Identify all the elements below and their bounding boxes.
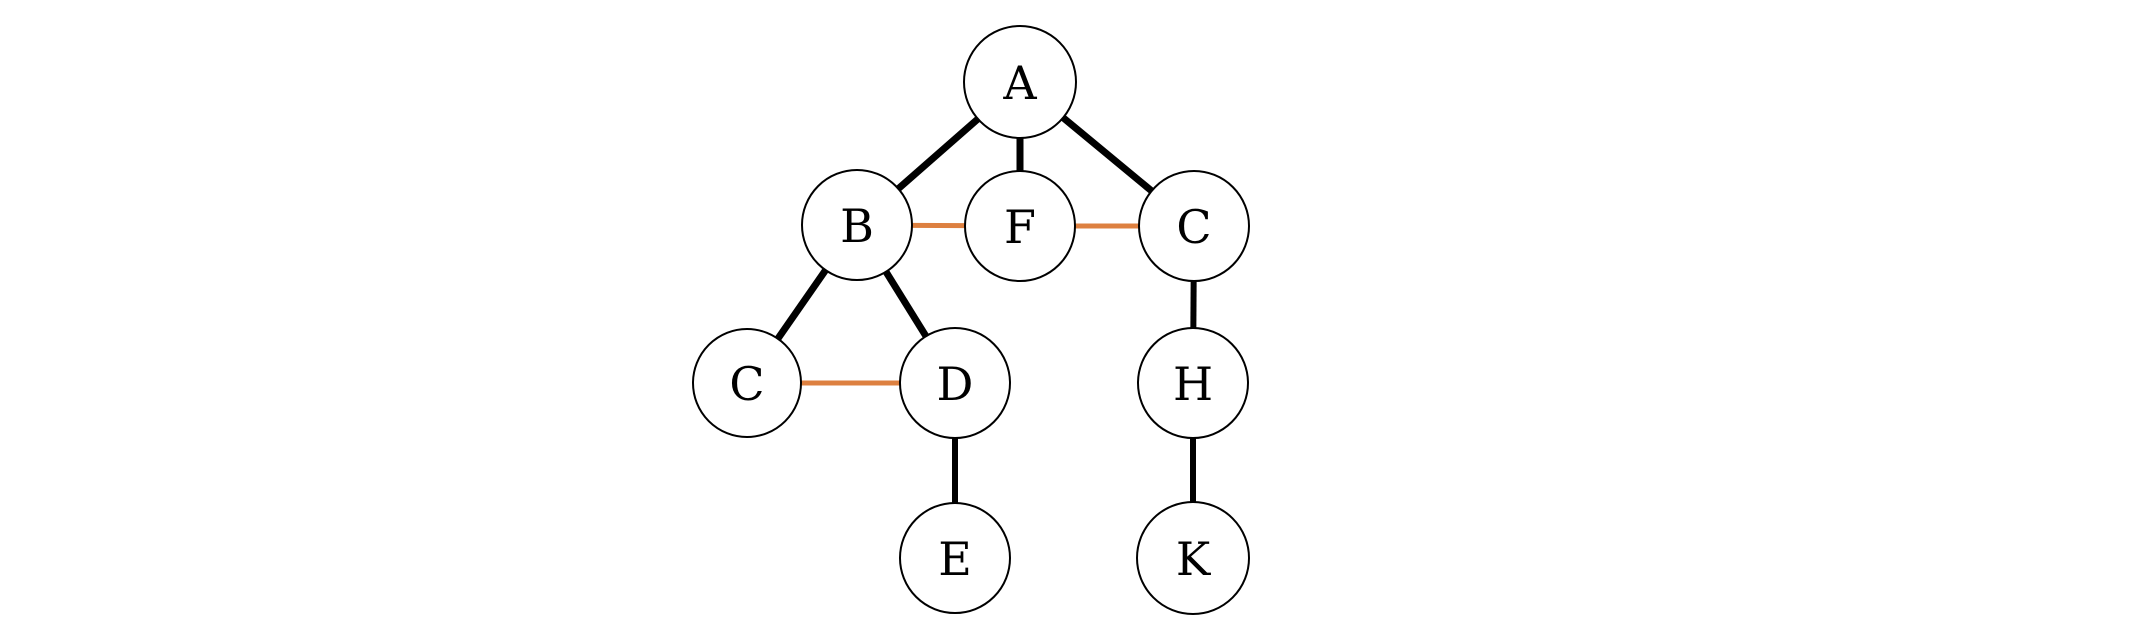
graph-edge-b-c[interactable] bbox=[773, 266, 830, 343]
node-label: H bbox=[1173, 357, 1213, 411]
node-circle[interactable] bbox=[964, 170, 1076, 282]
graph-node-c1[interactable]: C bbox=[1138, 170, 1250, 282]
graph-edge-a-c[interactable] bbox=[1059, 113, 1156, 195]
graph-node-d[interactable]: D bbox=[899, 327, 1011, 439]
graph-node-f[interactable]: F bbox=[964, 170, 1076, 282]
node-circle[interactable] bbox=[1138, 170, 1250, 282]
graph-node-c2[interactable]: C bbox=[692, 328, 802, 438]
node-label: B bbox=[840, 199, 874, 253]
graph-edge-b-d[interactable] bbox=[881, 268, 931, 340]
node-label: C bbox=[729, 357, 764, 411]
node-label: D bbox=[937, 357, 974, 411]
graph-node-h[interactable]: H bbox=[1137, 327, 1249, 439]
edge-layer bbox=[773, 113, 1197, 505]
graph-edge-a-b[interactable] bbox=[894, 114, 982, 193]
node-layer: A B F C C D H E K bbox=[692, 25, 1250, 615]
node-label: C bbox=[1176, 200, 1211, 254]
node-label: K bbox=[1176, 532, 1212, 586]
node-label: A bbox=[1002, 56, 1037, 110]
graph-node-k[interactable]: K bbox=[1136, 501, 1250, 615]
graph-node-a[interactable]: A bbox=[963, 25, 1077, 139]
node-circle[interactable] bbox=[1136, 501, 1250, 615]
node-circle[interactable] bbox=[801, 169, 913, 281]
node-label: F bbox=[1004, 200, 1036, 254]
node-circle[interactable] bbox=[963, 25, 1077, 139]
node-label: E bbox=[938, 532, 972, 586]
graph-node-e[interactable]: E bbox=[899, 502, 1011, 614]
node-circle[interactable] bbox=[1137, 327, 1249, 439]
graph-node-b[interactable]: B bbox=[801, 169, 913, 281]
node-circle[interactable] bbox=[899, 327, 1011, 439]
node-circle[interactable] bbox=[692, 328, 802, 438]
node-circle[interactable] bbox=[899, 502, 1011, 614]
